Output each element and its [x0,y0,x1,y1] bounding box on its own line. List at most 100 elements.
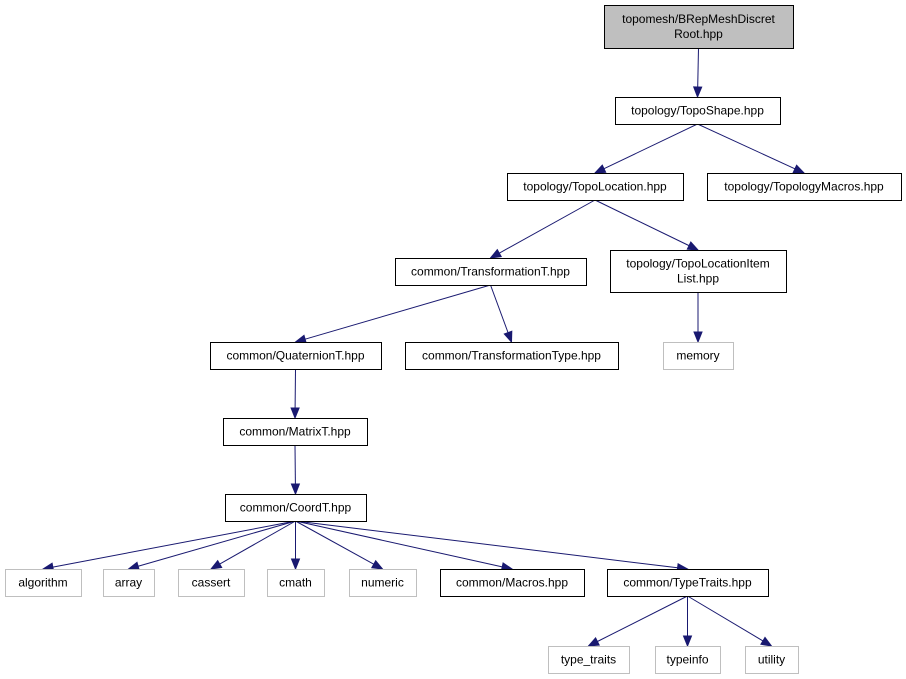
node-label-line: type_traits [561,653,616,667]
edge-line [295,520,503,568]
node-transformation-type[interactable]: common/TransformationType.hpp [405,342,619,370]
node-label-line: common/MatrixT.hpp [239,425,351,439]
arrowhead [693,331,703,344]
arrowhead [503,330,513,344]
node-box [440,569,585,597]
edge-line [295,520,678,569]
node-box [103,569,155,597]
edge-topo_location-to-transformation_t [489,199,596,259]
node-label-line: topology/TopoLocationItem [626,257,769,271]
node-label-line: typeinfo [666,653,708,667]
edge-type_traits_hpp-to-typeinfo [682,596,693,648]
node-label-line: memory [676,349,719,363]
node-label-line: common/TransformationType.hpp [422,349,601,363]
edge-coord_t-to-cassert [209,520,296,570]
node-transformation-t[interactable]: common/TransformationT.hpp [395,258,587,286]
edge-type_traits_hpp-to-type_traits [587,595,688,647]
edge-coord_t-to-array [127,520,296,571]
node-coord-t[interactable]: common/CoordT.hpp [225,494,367,522]
node-cassert: cassert [178,569,245,597]
node-label-line: utility [758,653,785,667]
edge-line [687,595,764,642]
node-box [610,250,787,293]
node-label-line: common/CoordT.hpp [240,501,352,515]
arrowhead [692,86,703,99]
arrowhead [127,561,140,571]
edge-line [597,595,688,642]
edge-coord_t-to-numeric [295,520,384,570]
node-label-line: topomesh/BRepMeshDiscret [622,12,775,26]
node-topo-shape[interactable]: topology/TopoShape.hpp [615,97,781,125]
edge-line [304,284,491,340]
edge-quaternion_t-to-matrix_t [290,368,300,420]
node-matrix-t[interactable]: common/MatrixT.hpp [223,418,368,446]
node-box [178,569,245,597]
arrowhead [290,558,301,571]
edge-topo_location-to-topo_location_item_list [594,199,700,251]
node-box [604,5,794,49]
node-cmath: cmath [267,569,325,597]
node-box [707,173,902,201]
arrowhead [686,241,700,251]
node-box [615,97,781,125]
edge-type_traits_hpp-to-utility [687,595,773,647]
node-box [225,494,367,522]
node-box [507,173,684,201]
edge-line [594,199,690,247]
edge-line [697,123,796,170]
edge-topo_shape-to-topology_macros [697,123,806,174]
node-box [395,258,587,286]
node-numeric: numeric [349,569,417,597]
node-box [223,418,368,446]
node-box [663,342,734,370]
node-box [349,569,417,597]
node-box [5,569,82,597]
node-quaternion-t[interactable]: common/QuaternionT.hpp [210,342,382,370]
edge-coord_t-to-cmath [290,521,301,571]
node-label-line: algorithm [18,576,67,590]
node-box [210,342,382,370]
arrowhead [682,635,693,648]
node-typeinfo: typeinfo [655,646,721,674]
edge-transformation_t-to-transformation_type [490,284,513,344]
node-label-line: common/QuaternionT.hpp [226,349,364,363]
node-box [607,569,769,597]
edge-topo_shape-to-topo_location [593,123,698,174]
edge-line [697,47,699,88]
edge-line [295,520,374,565]
arrowhead [294,334,307,344]
node-label-line: cmath [279,576,312,590]
node-topology-macros[interactable]: topology/TopologyMacros.hpp [707,173,902,201]
edge-line [603,123,698,170]
node-utility: utility [745,646,799,674]
edge-coord_t-to-macros [295,520,514,572]
arrowhead [593,164,607,174]
edges-layer [41,47,806,648]
arrowhead [489,248,502,259]
arrowhead [209,559,223,570]
arrowhead [760,636,773,647]
node-topo-location[interactable]: topology/TopoLocation.hpp [507,173,684,201]
node-box [405,342,619,370]
edge-line [499,199,596,254]
node-label-line: numeric [361,576,404,590]
node-label-line: topology/TopoShape.hpp [631,104,764,118]
edge-transformation_t-to-quaternion_t [294,284,491,344]
node-box [745,646,799,674]
edge-line [219,520,296,565]
node-memory: memory [663,342,734,370]
node-label-line: List.hpp [677,272,719,286]
node-box [548,646,630,674]
arrowhead [290,483,301,496]
node-type-traits-hpp[interactable]: common/TypeTraits.hpp [607,569,769,597]
edge-coord_t-to-algorithm [41,520,296,572]
node-label-line: common/Macros.hpp [456,576,568,590]
edge-line [490,284,509,333]
node-macros[interactable]: common/Macros.hpp [440,569,585,597]
arrowhead [587,637,600,647]
node-algorithm: algorithm [5,569,82,597]
node-box [655,646,721,674]
